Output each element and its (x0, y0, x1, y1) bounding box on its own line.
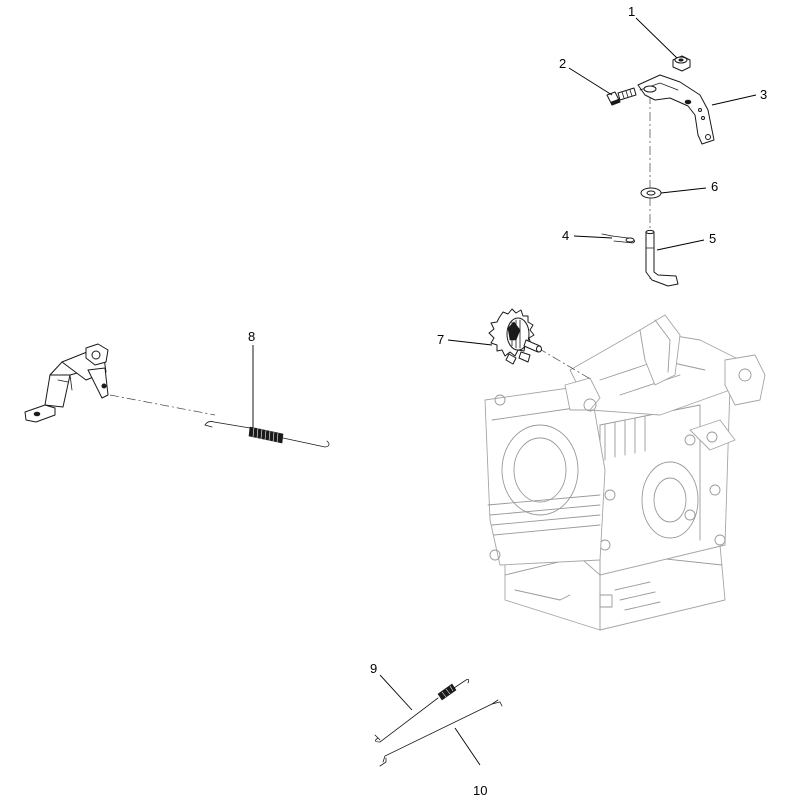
governor-arm-part (637, 74, 715, 145)
leader-lines (252, 17, 757, 766)
throttle-link-rod-part (379, 699, 503, 767)
callout-3: 3 (760, 87, 767, 102)
governor-spring-part (204, 421, 330, 448)
nut-part (672, 55, 691, 72)
callout-5: 5 (709, 231, 716, 246)
callout-1: 1 (628, 4, 635, 19)
governor-shaft-part (645, 229, 679, 287)
governor-gear-part (488, 308, 542, 365)
assembly-centerlines (109, 95, 651, 416)
callout-2: 2 (559, 56, 566, 71)
callout-4: 4 (562, 228, 569, 243)
callout-6: 6 (711, 179, 718, 194)
callout-labels: 1 2 3 4 5 6 7 8 9 10 (248, 4, 767, 798)
bolt-part (606, 87, 637, 106)
engine-block-outline (484, 314, 766, 631)
callout-7: 7 (437, 332, 444, 347)
callout-10: 10 (473, 783, 487, 798)
callout-8: 8 (248, 329, 255, 344)
link-spring-part (374, 679, 470, 743)
throttle-bracket (24, 343, 109, 423)
washer-part (640, 187, 662, 199)
cotter-pin-part (601, 233, 636, 244)
callout-9: 9 (370, 661, 377, 676)
